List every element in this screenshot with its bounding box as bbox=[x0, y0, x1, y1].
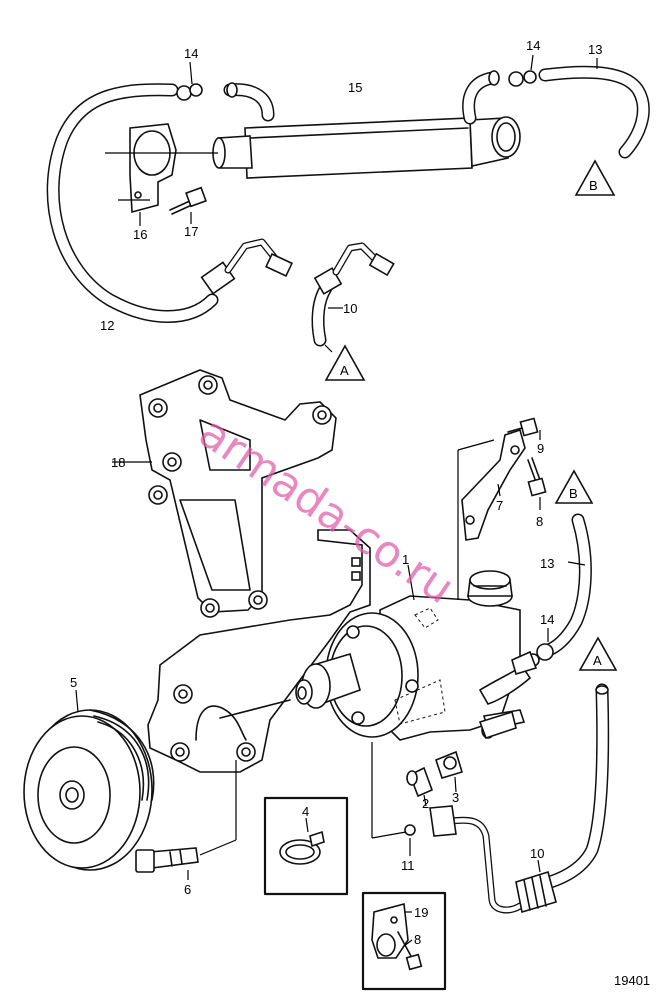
callout-13-top: 13 bbox=[588, 42, 602, 57]
bolt-8-mid bbox=[527, 457, 547, 510]
callout-5: 5 bbox=[70, 675, 77, 690]
tube-10-top bbox=[311, 242, 395, 347]
callout-6: 6 bbox=[184, 882, 191, 897]
ref-letter-b-top: B bbox=[589, 178, 598, 193]
pump-bracket-plate bbox=[147, 529, 371, 773]
bracket-7 bbox=[457, 428, 526, 600]
callout-8-mid: 8 bbox=[536, 514, 543, 529]
callout-19: 19 bbox=[414, 905, 428, 920]
callout-labels: 14 15 14 13 16 17 12 10 18 9 7 8 13 1 14… bbox=[70, 38, 602, 947]
tube-10-bottom bbox=[441, 816, 557, 914]
ref-triangle-b-top bbox=[574, 159, 616, 196]
bolt-6 bbox=[135, 760, 237, 880]
callout-4: 4 bbox=[302, 804, 309, 819]
callout-15: 15 bbox=[348, 80, 362, 95]
clamp-14-left bbox=[176, 61, 203, 101]
callout-13-mid: 13 bbox=[540, 556, 554, 571]
callout-3: 3 bbox=[452, 790, 459, 805]
ref-triangle-b-mid bbox=[554, 469, 594, 504]
callout-10-bottom: 10 bbox=[530, 846, 544, 861]
bracket-18 bbox=[112, 369, 337, 618]
hose-13-top bbox=[538, 58, 650, 159]
callout-2: 2 bbox=[422, 796, 429, 811]
cooler-pipe-15 bbox=[212, 70, 521, 179]
callout-16: 16 bbox=[133, 227, 147, 242]
pulley-5 bbox=[23, 689, 155, 871]
hose-connector-left bbox=[223, 82, 275, 122]
callout-7: 7 bbox=[496, 498, 503, 513]
callout-14-top-left: 14 bbox=[184, 46, 198, 61]
hose-12 bbox=[46, 83, 293, 323]
bolt-17 bbox=[169, 186, 207, 224]
inset-box-4 bbox=[263, 796, 349, 896]
reference-letters: B A B A bbox=[340, 178, 602, 668]
ref-triangle-a-top bbox=[324, 344, 366, 381]
inset-box-19 bbox=[361, 891, 447, 991]
callout-9: 9 bbox=[537, 441, 544, 456]
bolt-9 bbox=[507, 417, 541, 440]
ref-letter-a-mid: A bbox=[593, 653, 602, 668]
callout-14-mid: 14 bbox=[540, 612, 554, 627]
bracket-16 bbox=[105, 123, 218, 226]
callout-14-top-right: 14 bbox=[526, 38, 540, 53]
callout-11: 11 bbox=[401, 858, 415, 873]
hose-return-right bbox=[533, 683, 610, 892]
ref-letter-a-top: A bbox=[340, 363, 349, 378]
drawing-number: 19401 bbox=[614, 973, 650, 988]
ref-triangle-a-mid bbox=[578, 636, 618, 671]
hose-13-mid bbox=[541, 513, 592, 657]
callout-17: 17 bbox=[184, 224, 198, 239]
ref-letter-b-mid: B bbox=[569, 486, 578, 501]
callout-1: 1 bbox=[402, 552, 409, 567]
clamp-14-mid bbox=[511, 628, 554, 675]
callout-12: 12 bbox=[100, 318, 114, 333]
callout-18: 18 bbox=[111, 455, 125, 470]
fittings-2-3-11 bbox=[371, 710, 517, 856]
clamp-14-right bbox=[508, 54, 537, 87]
callout-10-top: 10 bbox=[343, 301, 357, 316]
callout-8-inset: 8 bbox=[414, 932, 421, 947]
